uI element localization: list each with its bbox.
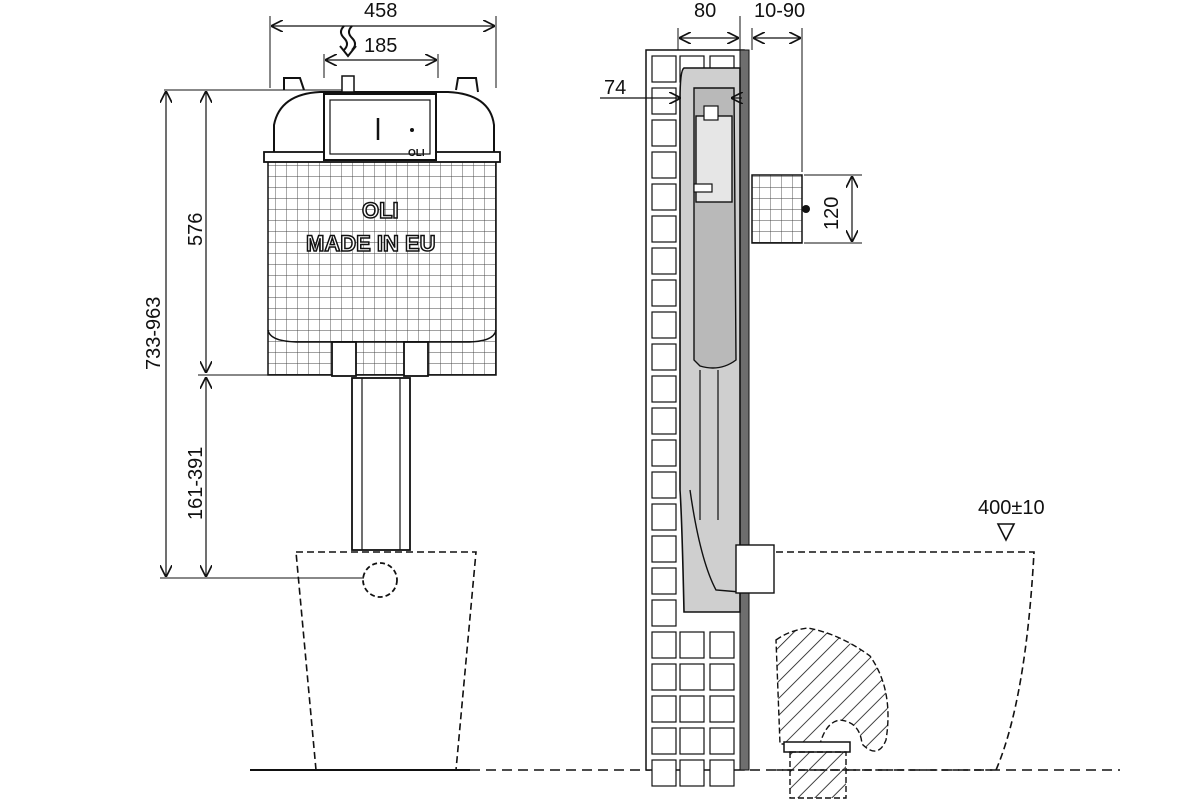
dim-bowl-height: 400±10 — [978, 497, 1045, 519]
brick — [651, 55, 677, 83]
brick — [709, 695, 735, 723]
brick — [651, 471, 677, 499]
brick — [651, 151, 677, 179]
brick — [651, 503, 677, 531]
level-triangle-icon — [996, 523, 1016, 542]
brick — [651, 759, 677, 787]
bowl-trap — [775, 627, 889, 752]
brick — [651, 119, 677, 147]
brick — [651, 407, 677, 435]
brick — [651, 695, 677, 723]
brick — [651, 727, 677, 755]
housing-brand-label: OLI — [408, 148, 425, 159]
dim-flush-spacing: 185 — [364, 35, 397, 57]
front-dimensions: 458 185 576 733-963 161-391 — [143, 0, 497, 579]
brick — [651, 535, 677, 563]
dim-tank-depth: 74 — [604, 77, 626, 99]
brick — [651, 215, 677, 243]
right-bracket — [455, 77, 479, 93]
brick — [651, 311, 677, 339]
brick — [651, 567, 677, 595]
brick — [651, 343, 677, 371]
wall-panel — [739, 49, 750, 771]
dim-outlet-height: 161-391 — [185, 447, 207, 520]
brick — [651, 663, 677, 691]
cistern-brand: OLI — [362, 198, 399, 223]
brick — [651, 87, 677, 115]
brick — [679, 727, 705, 755]
flush-panel — [751, 174, 803, 244]
dim-tank-height: 576 — [185, 213, 207, 246]
brick — [679, 631, 705, 659]
outlet-connector — [735, 544, 775, 594]
dim-wall-offset: 10-90 — [754, 0, 805, 22]
brick — [709, 631, 735, 659]
floor-drain — [789, 751, 847, 799]
brick — [679, 663, 705, 691]
dim-panel-height: 120 — [821, 197, 843, 230]
cistern-body — [267, 159, 497, 376]
brick — [709, 727, 735, 755]
brick — [709, 663, 735, 691]
brick — [679, 695, 705, 723]
wall-bricks — [651, 55, 735, 787]
brick — [651, 279, 677, 307]
left-bracket — [283, 77, 305, 91]
front-view: OLI OLI MADE IN EU — [263, 25, 501, 771]
brick — [679, 759, 705, 787]
brick — [651, 599, 677, 627]
water-inlet-icon — [340, 25, 356, 51]
outlet-circle — [362, 562, 398, 598]
water-inlet — [341, 75, 355, 93]
brick — [651, 439, 677, 467]
flush-housing — [323, 93, 437, 161]
cistern-label: MADE IN EU — [306, 231, 436, 256]
side-dimensions: 80 10-90 74 120 400±10 — [600, 0, 1045, 542]
dim-overall-height: 733-963 — [143, 297, 165, 370]
brick — [651, 631, 677, 659]
brick — [651, 375, 677, 403]
brick — [651, 247, 677, 275]
brick — [709, 759, 735, 787]
dim-total-width: 458 — [364, 0, 397, 22]
brick — [651, 183, 677, 211]
dim-frame-depth: 80 — [694, 0, 716, 22]
side-view — [645, 49, 1120, 799]
flush-pipe — [351, 377, 411, 551]
arrow-down-icon — [339, 45, 357, 58]
